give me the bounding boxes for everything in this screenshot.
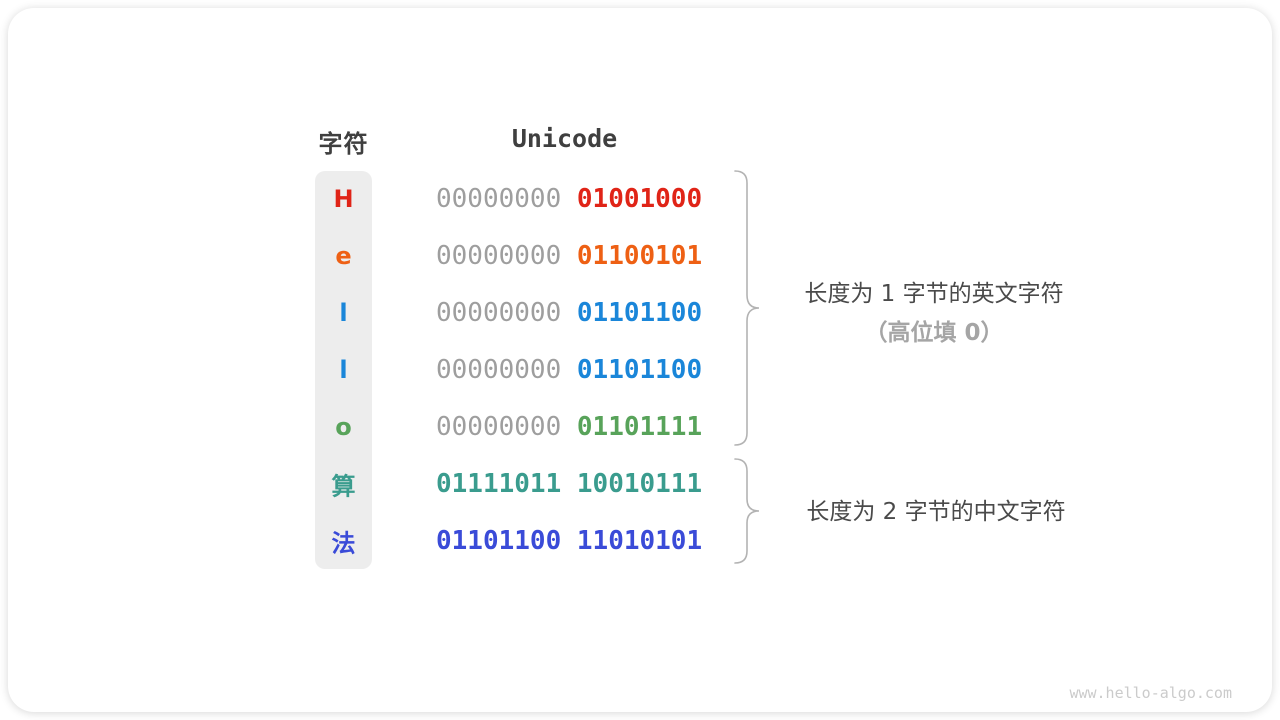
encoding-row-l1: l 00000000 01101100 <box>8 285 1280 342</box>
low-byte: 11010101 <box>576 525 703 556</box>
unicode-bits: 00000000 01001000 <box>436 184 702 214</box>
encoding-row-h: H 00000000 01001000 <box>8 171 1280 228</box>
encoding-row-suan: 算 01111011 10010111 <box>8 455 1280 512</box>
column-header-unicode: Unicode <box>511 124 618 153</box>
annotation-high-bits-zero: （高位填 0） <box>864 320 1004 346</box>
unicode-bits: 00000000 01100101 <box>436 241 702 271</box>
annotation-english-bytes: 长度为 1 字节的英文字符 <box>804 281 1064 307</box>
encoding-row-o: o 00000000 01101111 <box>8 398 1280 455</box>
character-cell: e <box>335 242 352 271</box>
encoding-table: H 00000000 01001000 e 00000000 01100101 … <box>8 171 1280 569</box>
high-byte: 00000000 <box>436 411 562 442</box>
high-byte: 01111011 <box>436 468 562 499</box>
character-cell: l <box>339 356 348 384</box>
character-column-background <box>315 171 372 569</box>
character-cell: 法 <box>331 529 356 558</box>
high-byte: 00000000 <box>436 241 562 272</box>
encoding-row-l2: l 00000000 01101100 <box>8 342 1280 399</box>
character-cell: l <box>339 299 348 328</box>
low-byte: 01101100 <box>576 355 703 385</box>
high-byte: 00000000 <box>436 355 562 385</box>
low-byte: 01100101 <box>576 241 703 272</box>
column-header-character: 字符 <box>318 130 369 158</box>
character-cell: o <box>335 412 352 441</box>
high-byte: 00000000 <box>436 184 562 215</box>
high-byte: 01101100 <box>436 525 562 556</box>
low-byte: 01101111 <box>576 411 703 442</box>
low-byte: 01101100 <box>576 298 703 329</box>
low-byte: 10010111 <box>576 468 703 499</box>
low-byte: 01001000 <box>576 184 703 215</box>
unicode-bits: 00000000 01101111 <box>436 412 702 442</box>
encoding-row-fa: 法 01101100 11010101 <box>8 512 1280 569</box>
high-byte: 00000000 <box>436 298 562 329</box>
unicode-bits: 01111011 10010111 <box>436 469 702 499</box>
encoding-row-e: e 00000000 01100101 <box>8 228 1280 285</box>
unicode-bits: 00000000 01101100 <box>436 355 702 385</box>
diagram-card: 字符 Unicode H 00000000 01001000 e 0000000… <box>8 8 1272 712</box>
annotation-chinese-bytes: 长度为 2 字节的中文字符 <box>806 499 1066 525</box>
character-cell: 算 <box>331 472 356 501</box>
unicode-bits: 01101100 11010101 <box>436 526 702 556</box>
watermark-url: www.hello-algo.com <box>1069 684 1232 702</box>
unicode-bits: 00000000 01101100 <box>436 298 702 328</box>
character-cell: H <box>333 185 354 214</box>
